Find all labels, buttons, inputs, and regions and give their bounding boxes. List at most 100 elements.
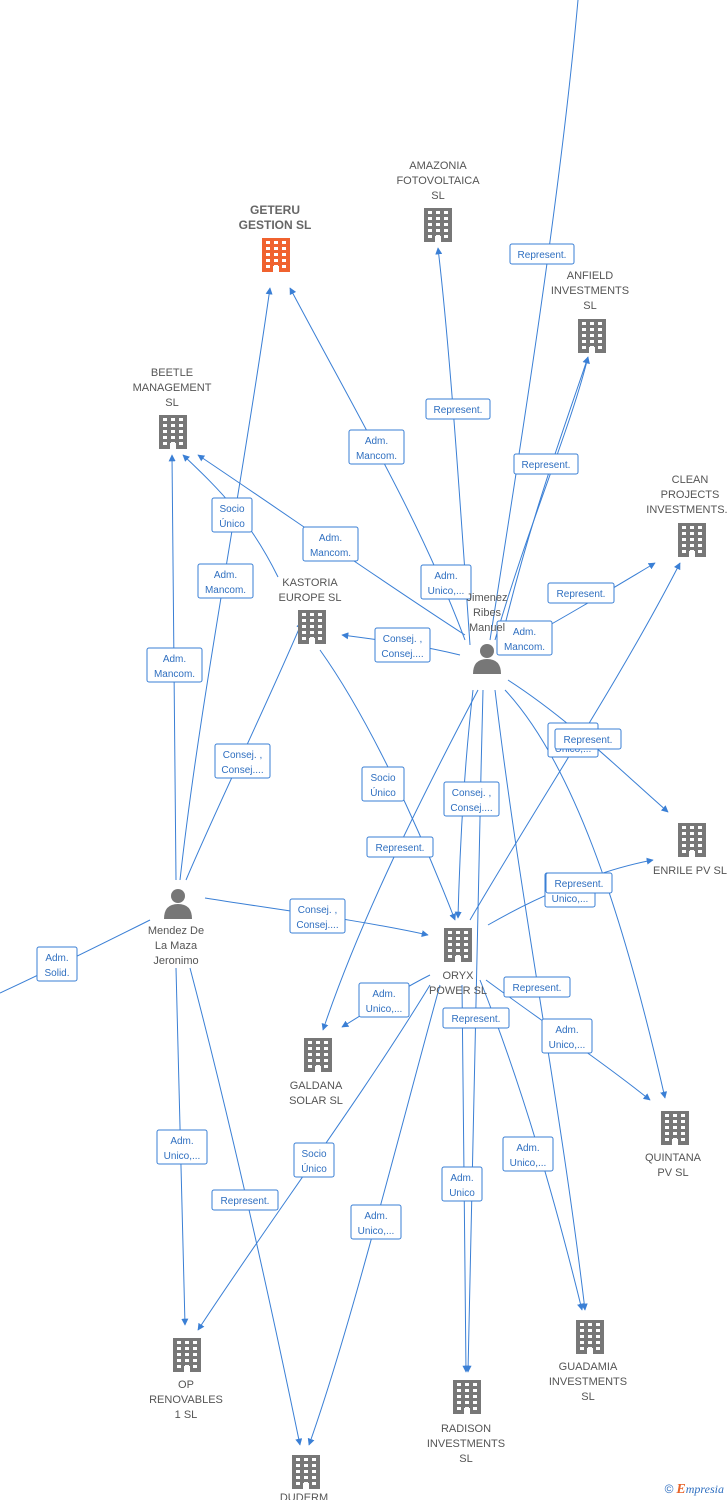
- edge-label[interactable]: Represent.: [211, 1189, 279, 1211]
- edge-label[interactable]: Adm.Unico,...: [358, 982, 410, 1018]
- edge-label-text: Adm.: [319, 533, 342, 544]
- edge-label[interactable]: Represent.: [509, 243, 575, 265]
- edge-label-text: Unico: [449, 1188, 475, 1199]
- edge-label[interactable]: Adm.Mancom.: [348, 429, 405, 465]
- edge-label-text: Consej....: [296, 920, 338, 931]
- node-clean[interactable]: CLEANPROJECTSINVESTMENTS...: [646, 474, 728, 557]
- edge-label[interactable]: Consej. ,Consej....: [374, 627, 431, 663]
- edge-label-box: [361, 766, 405, 802]
- edge-label[interactable]: Represent.: [503, 976, 571, 998]
- node-duderm[interactable]: DUDERM: [280, 1455, 328, 1500]
- node-label: CLEAN: [672, 474, 709, 486]
- brand-footer[interactable]: ©Empresia: [665, 1482, 724, 1498]
- node-label: SOLAR SL: [289, 1095, 343, 1107]
- edge-label[interactable]: Adm.Unico,...: [156, 1129, 208, 1165]
- node-label: RENOVABLES: [149, 1394, 223, 1406]
- brand-name: mpresia: [685, 1482, 724, 1496]
- edge-label[interactable]: Adm.Unico,...: [541, 1018, 593, 1054]
- edge-label-box: [442, 1007, 510, 1029]
- edge-label[interactable]: Represent.: [547, 582, 615, 604]
- edge-label[interactable]: Represent.: [442, 1007, 510, 1029]
- brand-initial: E: [676, 1482, 686, 1497]
- edge-label[interactable]: Represent.: [554, 728, 622, 750]
- edge-label-text: Represent.: [522, 460, 571, 471]
- edge-line: [494, 689, 588, 1311]
- node-label: GESTION SL: [239, 218, 312, 232]
- edge-label[interactable]: Adm.Mancom.: [146, 647, 203, 683]
- building-icon: [576, 1320, 604, 1354]
- node-label: FOTOVOLTAICA: [396, 175, 480, 187]
- edge-line: [321, 689, 479, 1031]
- edge-label-text: Represent.: [221, 1196, 270, 1207]
- edge-label[interactable]: Represent.: [425, 398, 491, 420]
- building-icon: [304, 1038, 332, 1072]
- node-enrile[interactable]: ENRILE PV SL: [653, 823, 727, 877]
- edge-label[interactable]: Adm.Solid.: [36, 946, 78, 982]
- edge-label-text: Represent.: [557, 589, 606, 600]
- edge-label-text: Consej....: [381, 649, 423, 660]
- edge-label[interactable]: Consej. ,Consej....: [443, 781, 500, 817]
- edge-label-text: Mancom.: [205, 585, 246, 596]
- node-label: GETERU: [250, 203, 300, 217]
- edge-label[interactable]: Adm.Unico,...: [350, 1204, 402, 1240]
- building-icon: [262, 238, 290, 272]
- building-icon: [678, 823, 706, 857]
- edge-label[interactable]: Adm.Unico,...: [502, 1136, 554, 1172]
- edge-label[interactable]: Consej. , Consej....: [289, 898, 346, 934]
- node-label: KASTORIA: [282, 577, 338, 589]
- edge-label[interactable]: Adm.Unico: [441, 1166, 483, 1202]
- edge-label-text: Mancom.: [356, 451, 397, 462]
- node-label: EUROPE SL: [279, 592, 342, 604]
- building-icon: [678, 523, 706, 557]
- edge-label-box: [358, 982, 410, 1018]
- node-label: SL: [165, 397, 178, 409]
- node-label: 1 SL: [175, 1409, 198, 1421]
- node-label: POWER SL: [429, 985, 487, 997]
- edge-label-text: Adm.: [516, 1143, 539, 1154]
- node-kastoria[interactable]: KASTORIA EUROPE SL: [279, 577, 342, 644]
- node-label: SL: [583, 300, 596, 312]
- edge-label[interactable]: Adm.Mancom.: [197, 563, 254, 599]
- edge-label-text: Unico,...: [552, 894, 589, 905]
- node-label: PROJECTS: [661, 489, 720, 501]
- edge-label[interactable]: Represent.: [545, 872, 613, 894]
- edge-label[interactable]: Adm.Mancom.: [496, 620, 553, 656]
- edge-label-text: Consej. ,: [223, 750, 262, 761]
- edge-label-text: Adm.: [513, 627, 536, 638]
- edge-label-text: Único: [370, 786, 396, 799]
- edge-label[interactable]: Adm.Mancom.: [302, 526, 359, 562]
- edge-label-text: Consej....: [450, 803, 492, 814]
- edge-label-box: [496, 620, 553, 656]
- edge-label[interactable]: Represent.: [513, 453, 579, 475]
- building-icon: [424, 208, 452, 242]
- edge-label-text: Adm.: [170, 1136, 193, 1147]
- edge-label[interactable]: Adm.Unico,...: [420, 564, 472, 600]
- edge-label-box: [509, 243, 575, 265]
- copyright-symbol: ©: [664, 1482, 674, 1496]
- edge-label-box: [554, 728, 622, 750]
- edge-label[interactable]: Represent.: [366, 836, 434, 858]
- edge-label-text: Unico,...: [366, 1004, 403, 1015]
- edge-label-text: Represent.: [452, 1014, 501, 1025]
- edge-label[interactable]: Consej. ,Consej....: [214, 743, 271, 779]
- edge-line: [499, 356, 590, 646]
- building-icon: [292, 1455, 320, 1489]
- edge-label-box: [443, 781, 500, 817]
- edge-label-text: Consej. ,: [298, 905, 337, 916]
